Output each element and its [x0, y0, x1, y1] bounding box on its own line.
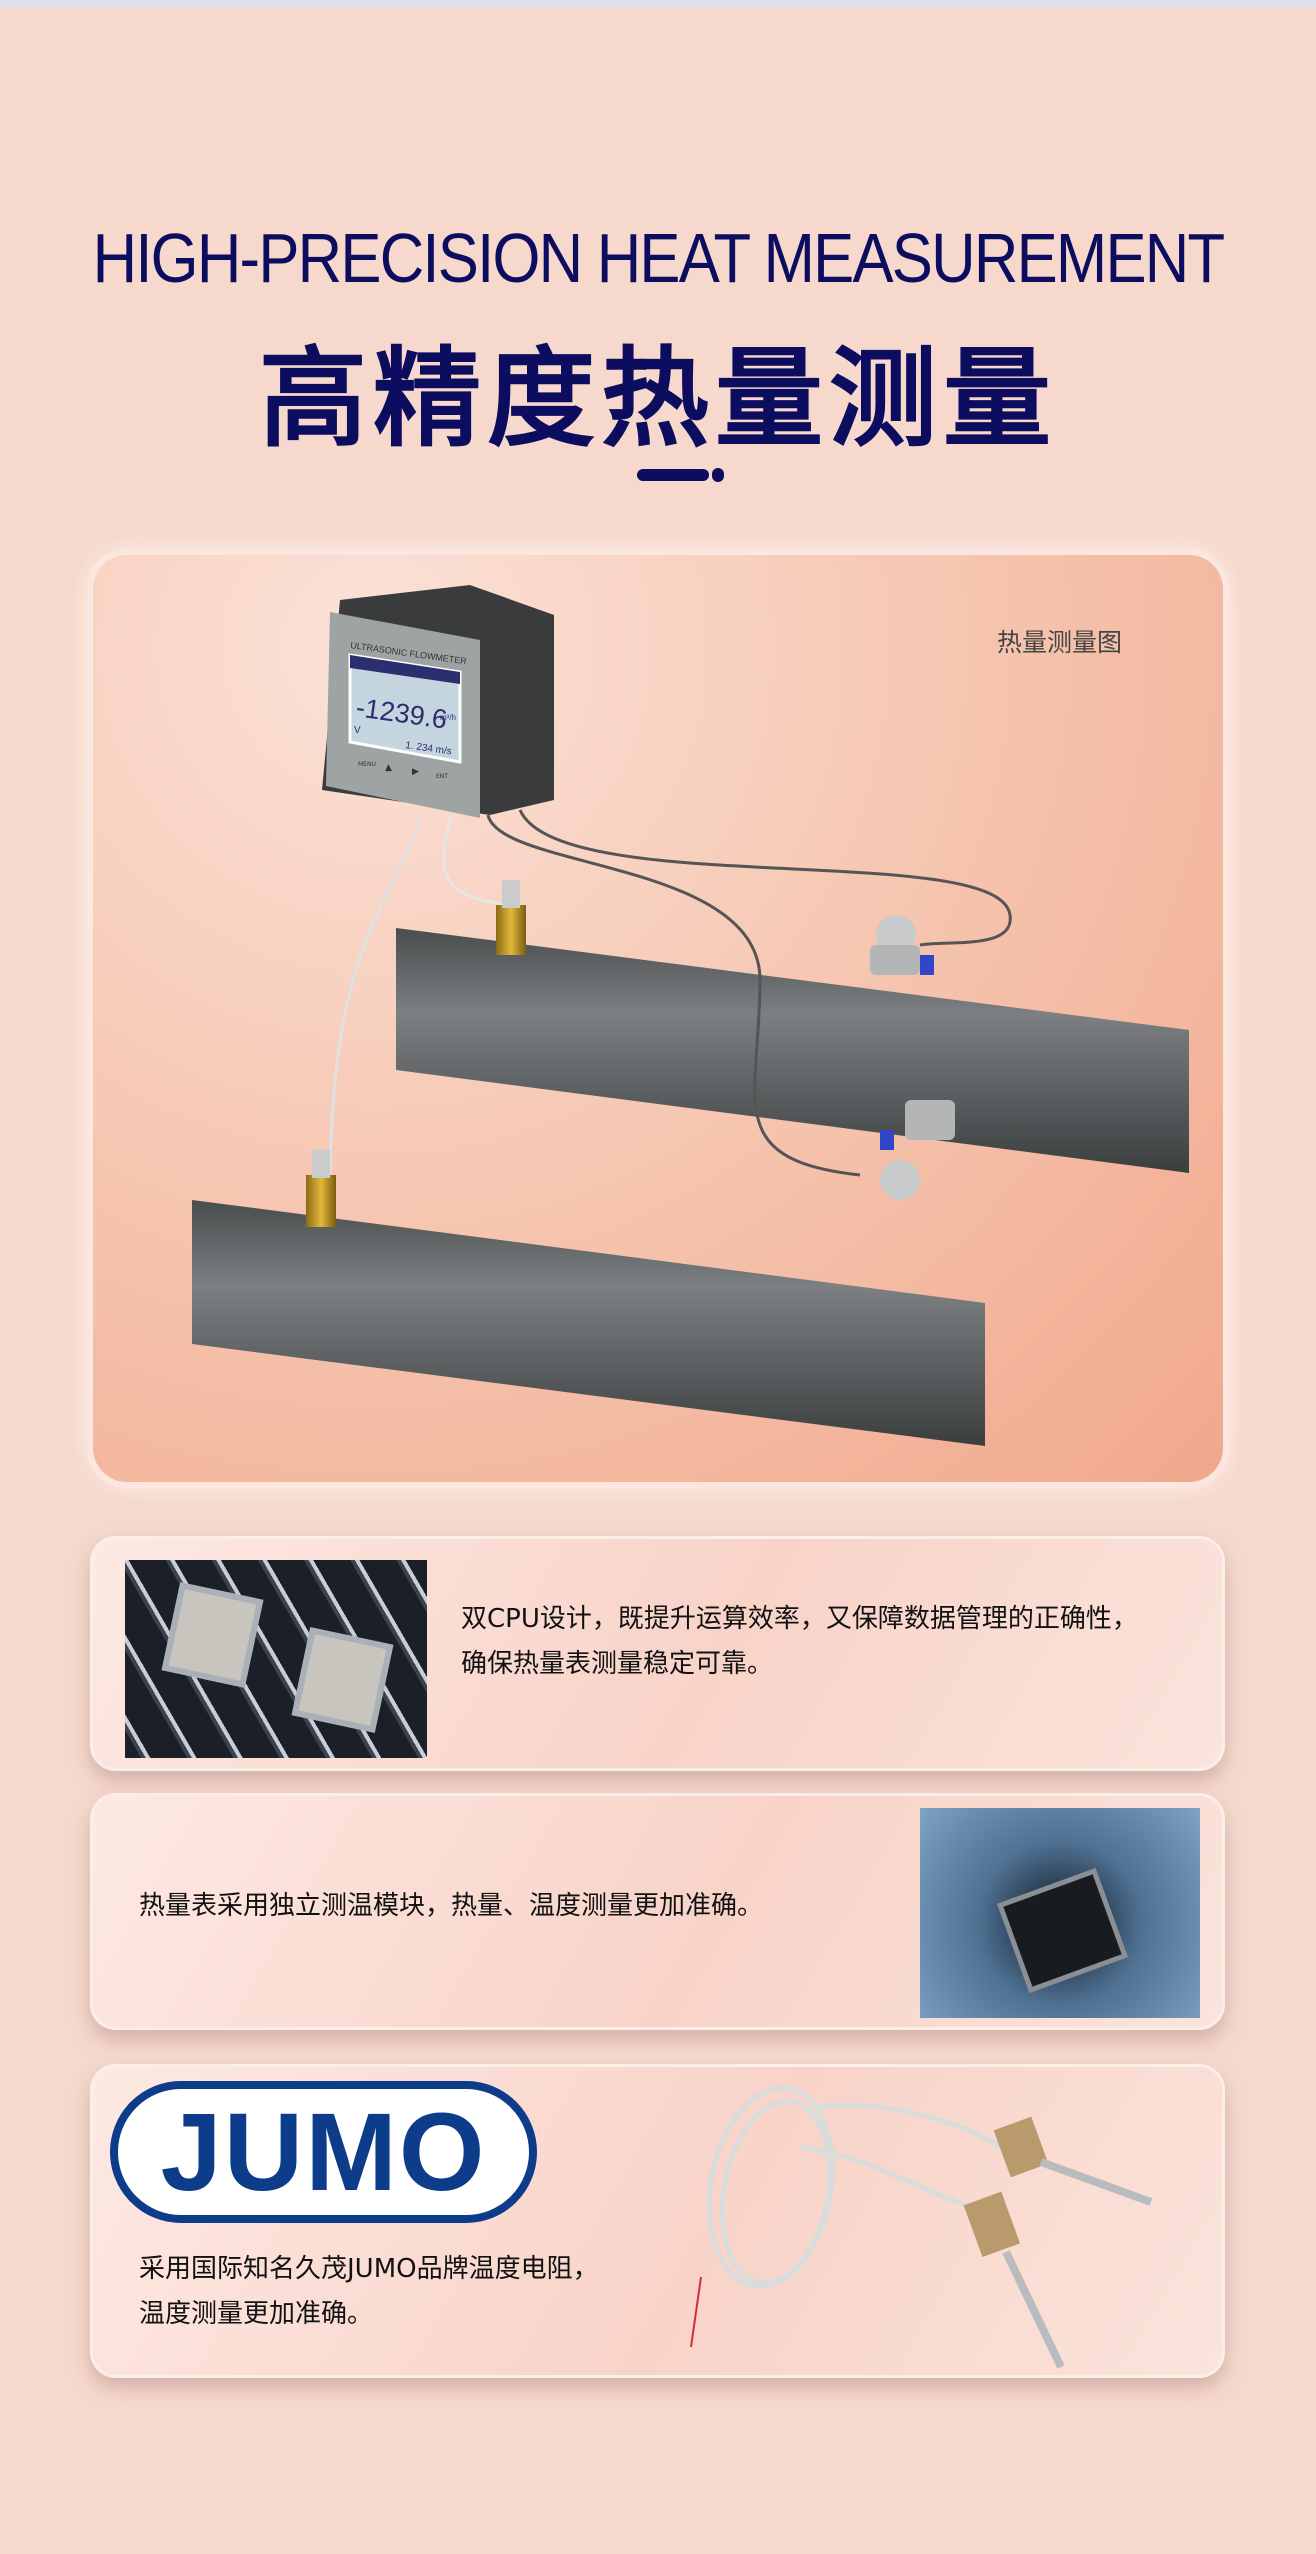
flow-transducer [880, 1100, 955, 1200]
device-button-right: ▶ [412, 767, 419, 777]
pipe-upper [396, 928, 1189, 1173]
feature-card-temperature-module: 热量表采用独立测温模块，热量、温度测量更加准确。 [90, 1793, 1225, 2030]
temperature-sensor [496, 905, 526, 955]
device-button-menu: MENU [358, 761, 376, 768]
feature-text-line: 双CPU设计，既提升运算效率，又保障数据管理的正确性， [461, 1604, 1138, 1634]
motherboard-image [125, 1560, 427, 1758]
feature-text-line: 热量表采用独立测温模块，热量、温度测量更加准确。 [139, 1891, 764, 1921]
feature-text-line: 确保热量表测量稳定可靠。 [461, 1649, 774, 1679]
diagram-label: 热量测量图 [997, 628, 1123, 657]
diagram-illustration: ULTRASONIC FLOWMETER -1239.6 m³/h V 1. 2… [192, 585, 1189, 1446]
title-divider [637, 469, 709, 481]
cable [328, 814, 422, 1191]
temperature-sensor-image [690, 2085, 1153, 2369]
heat-measurement-diagram: ULTRASONIC FLOWMETER -1239.6 m³/h V 1. 2… [93, 555, 1223, 1482]
device-button-up: ▲ [385, 763, 392, 773]
title-english: HIGH-PRECISION HEAT MEASUREMENT [92, 219, 1226, 297]
pipe-lower [192, 1200, 985, 1446]
top-strip [0, 0, 1316, 7]
feature-text-line: 采用国际知名久茂JUMO品牌温度电阻， [139, 2254, 599, 2284]
flowmeter-device [322, 585, 554, 818]
title-chinese: 高精度热量测量 [258, 337, 1057, 462]
jumo-logo: JUMO [110, 2081, 537, 2223]
device-reading-unit: m³/h [440, 713, 456, 722]
device-velocity-label: V [354, 725, 361, 736]
flow-transducer [870, 915, 934, 975]
jumo-logo-text: JUMO [160, 2090, 487, 2214]
feature-card-dual-cpu: 双CPU设计，既提升运算效率，又保障数据管理的正确性， 确保热量表测量稳定可靠。 [90, 1536, 1225, 1771]
device-button-enter: ENT [436, 773, 448, 780]
feature-card-jumo-sensor: JUMO 采用国际知名久茂JUMO品牌温度电阻， 温度测量更加准确。 [90, 2064, 1225, 2378]
feature-text-line: 温度测量更加准确。 [139, 2299, 374, 2329]
cable [442, 814, 516, 907]
title-divider-dot [712, 468, 724, 482]
temperature-sensor [306, 1175, 336, 1227]
cable [518, 809, 1012, 947]
circuit-chip-image [920, 1808, 1200, 2018]
cable [486, 814, 861, 1177]
